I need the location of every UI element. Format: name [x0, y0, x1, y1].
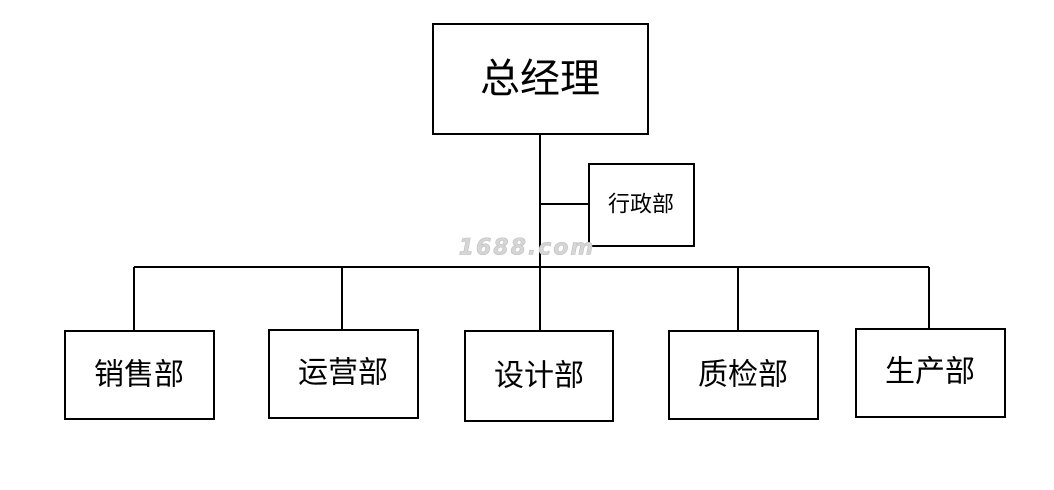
department-operations-box — [268, 329, 419, 419]
general-manager-box — [432, 23, 649, 135]
watermark-logo: 1688.com — [459, 236, 596, 261]
department-design-node: 设计部 — [464, 330, 614, 422]
general-manager-label: 总经理 — [480, 56, 600, 102]
department-production-box — [855, 328, 1006, 418]
department-sales-label: 销售部 — [94, 358, 184, 393]
general-manager-node: 总经理 — [432, 23, 649, 135]
department-operations-label: 运营部 — [298, 356, 388, 391]
department-quality-label: 质检部 — [698, 358, 788, 393]
department-design-box — [464, 330, 614, 422]
department-sales-node: 销售部 — [64, 330, 215, 420]
department-design-label: 设计部 — [494, 359, 584, 394]
administration-box — [588, 163, 695, 247]
department-production-node: 生产部 — [855, 328, 1006, 418]
administration-label: 行政部 — [608, 193, 674, 218]
administration-node: 行政部 — [588, 163, 695, 247]
department-production-label: 生产部 — [885, 355, 975, 390]
connector-lines — [133, 134, 930, 331]
department-quality-box — [668, 330, 819, 420]
department-sales-box — [64, 330, 215, 420]
department-quality-node: 质检部 — [668, 330, 819, 420]
department-operations-node: 运营部 — [268, 329, 419, 419]
